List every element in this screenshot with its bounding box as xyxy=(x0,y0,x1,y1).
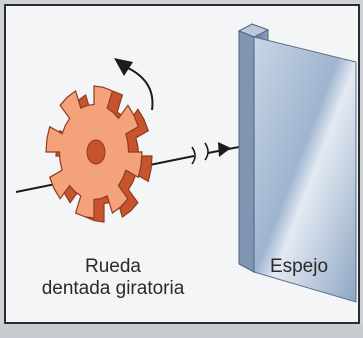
wheel-caption: Rueda dentada giratoria xyxy=(10,256,216,300)
mirror xyxy=(237,23,357,303)
beam-direction-arrow-icon xyxy=(218,142,231,157)
rotation-arrow-icon xyxy=(114,58,154,111)
background-strip xyxy=(0,324,363,338)
toothed-wheel xyxy=(45,85,153,223)
figure-panel: Rueda dentada giratoria Espejo xyxy=(4,4,360,324)
diagram-svg xyxy=(15,23,357,303)
wheel-hub xyxy=(86,139,106,165)
mirror-caption: Espejo xyxy=(269,256,329,277)
beam-break-icon xyxy=(191,142,209,165)
wheel-caption-line-1: Rueda xyxy=(85,256,141,277)
wheel-caption-line-2: dentada giratoria xyxy=(41,278,185,299)
